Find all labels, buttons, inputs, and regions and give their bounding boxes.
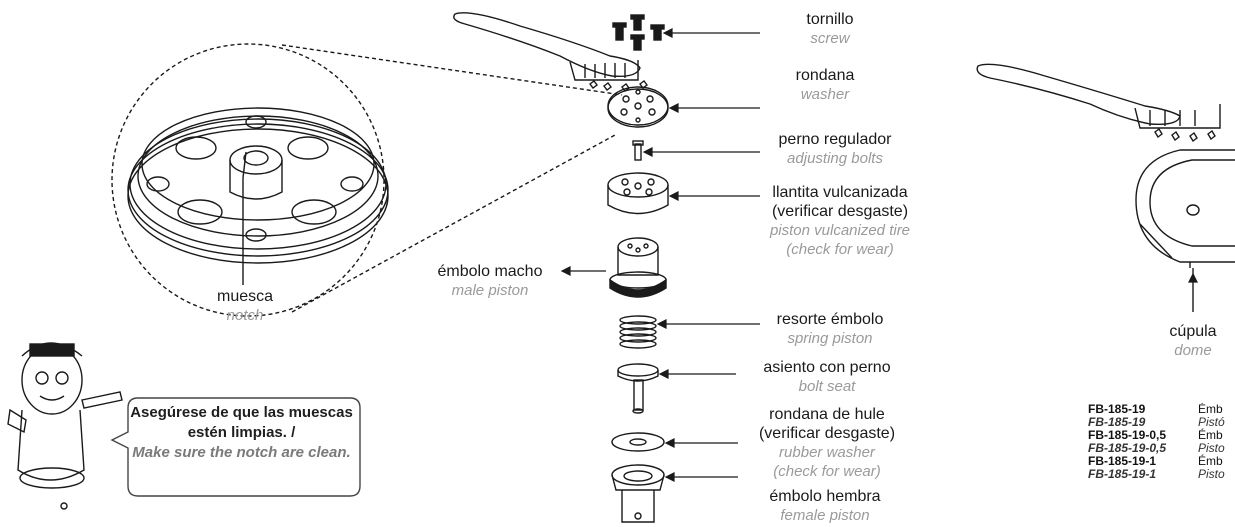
vulcanized-tire	[607, 172, 669, 215]
label-seat-en: bolt seat	[798, 378, 856, 395]
desc-cell: Émb	[1198, 403, 1223, 416]
screws	[612, 14, 665, 51]
desc-cell: Émb	[1198, 428, 1223, 442]
arrow-washer	[668, 103, 760, 113]
brush-right	[976, 63, 1221, 143]
label-notch: muesca notch	[200, 287, 290, 325]
adjusting-bolt	[632, 140, 644, 161]
dome-part	[1135, 149, 1235, 312]
label-screw-es: tornillo	[806, 11, 854, 28]
label-tire-en1: piston vulcanized tire	[769, 222, 911, 239]
label-dome-es: cúpula	[1169, 323, 1217, 340]
label-female-en: female piston	[780, 507, 870, 524]
arrow-seat	[658, 369, 736, 379]
label-tire-es1: llantita vulcanizada	[772, 184, 908, 201]
code-cell: FB-185-19-1	[1088, 467, 1157, 481]
label-washer: rondana washer	[765, 66, 885, 104]
desc-cell: Pistó	[1198, 415, 1225, 429]
code-cell: FB-185-19-0,5	[1088, 428, 1167, 442]
arrow-female	[664, 472, 738, 482]
female-piston	[611, 464, 665, 523]
label-tire-en2: (check for wear)	[786, 241, 894, 258]
label-tire: llantita vulcanizada (verificar desgaste…	[740, 183, 940, 259]
piston-disk-zoom	[127, 107, 389, 285]
brush-center	[453, 12, 648, 92]
label-spring-es: resorte émbolo	[776, 311, 884, 328]
callout-bubble	[110, 397, 361, 497]
code-cell: FB-185-19	[1088, 415, 1146, 429]
spring	[619, 315, 657, 349]
label-male-piston: émbolo macho male piston	[420, 262, 560, 300]
label-notch-en: notch	[226, 307, 264, 324]
label-rubber-es1: rondana de hule	[769, 406, 885, 423]
code-row: FB-185-19-0,5 Pisto	[1088, 442, 1235, 455]
code-cell: FB-185-19	[1088, 403, 1146, 416]
code-row: FB-185-19 Pistó	[1088, 416, 1235, 429]
desc-cell: Pisto	[1198, 441, 1225, 455]
mascot-figure	[7, 342, 123, 510]
label-tire-es2: (verificar desgaste)	[771, 203, 909, 220]
label-bolt-en: adjusting bolts	[787, 150, 883, 167]
code-cell: FB-185-19-1	[1088, 454, 1157, 468]
label-rubber-es2: (verificar desgaste)	[758, 425, 896, 442]
label-washer-en: washer	[800, 86, 850, 103]
label-spring-en: spring piston	[787, 330, 873, 347]
arrow-dome	[1188, 272, 1198, 283]
arrow-spring	[656, 319, 760, 329]
label-bolt-es: perno regulador	[778, 131, 892, 148]
label-bolt: perno regulador adjusting bolts	[755, 130, 915, 168]
male-piston	[609, 237, 667, 298]
code-row: FB-185-19-0,5 Émb	[1088, 429, 1235, 442]
label-notch-es: muesca	[216, 288, 274, 305]
callout-text: Asegúrese de que las muescas estén limpi…	[127, 403, 356, 463]
label-male-en: male piston	[451, 282, 529, 299]
rubber-washer	[611, 432, 665, 452]
label-rubber-en1: rubber washer	[779, 444, 875, 461]
washer-part	[607, 86, 669, 128]
label-screw: tornillo screw	[780, 10, 880, 48]
code-row: FB-185-19 Émb	[1088, 403, 1235, 416]
label-seat: asiento con perno bolt seat	[742, 358, 912, 396]
code-row: FB-185-19-1 Émb	[1088, 455, 1235, 468]
desc-cell: Pisto	[1198, 467, 1225, 481]
arrow-screw	[662, 28, 760, 38]
label-screw-en: screw	[810, 30, 850, 47]
label-female-es: émbolo hembra	[769, 488, 881, 505]
label-washer-es: rondana	[795, 67, 855, 84]
arrow-rubber	[664, 438, 738, 448]
code-cell: FB-185-19-0,5	[1088, 441, 1167, 455]
label-seat-es: asiento con perno	[763, 359, 891, 376]
arrow-male	[560, 266, 606, 276]
callout-en: Make sure the notch are clean.	[132, 444, 351, 461]
desc-cell: Émb	[1198, 454, 1223, 468]
label-dome-en: dome	[1174, 342, 1212, 359]
arrow-tire	[668, 191, 760, 201]
code-row: FB-185-19-1 Pisto	[1088, 468, 1235, 481]
label-male-es: émbolo macho	[437, 263, 543, 280]
arrow-bolt	[642, 147, 760, 157]
bolt-seat	[617, 363, 659, 414]
label-rubber-en2: (check for wear)	[773, 463, 881, 480]
label-rubber-washer: rondana de hule (verificar desgaste) rub…	[732, 405, 922, 481]
label-female-piston: émbolo hembra female piston	[750, 487, 900, 525]
label-spring: resorte émbolo spring piston	[755, 310, 905, 348]
label-dome: cúpula dome	[1158, 322, 1228, 360]
callout-es: Asegúrese de que las muescas estén limpi…	[130, 404, 353, 441]
